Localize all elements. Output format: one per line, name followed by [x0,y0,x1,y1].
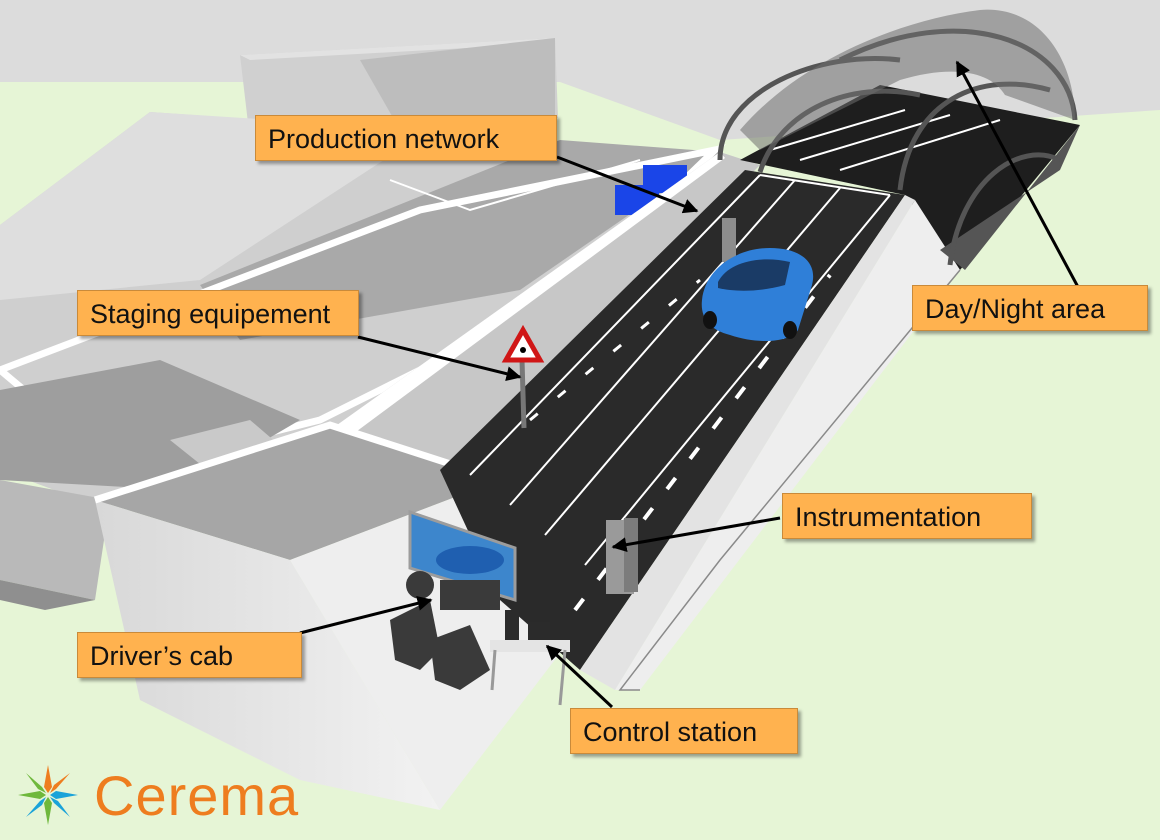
back-building-shadow [360,38,555,130]
tunnel-right-side [615,200,960,690]
tunnel-left-wall-top [330,152,725,440]
cab-window-car [436,546,504,574]
arrow-instrumentation [611,516,781,553]
pedestrian-warning-sign [501,324,545,363]
arrow-production-network [556,155,699,214]
brand-logo: Cerema [12,760,299,830]
tunnel-right-base [940,125,1080,270]
arrow-staging-equipment [357,335,522,382]
label-staging-equipment: Staging equipement [77,290,359,336]
cab-seats [390,571,500,690]
front-structure-top [95,425,500,560]
arrow-drivers-cab [299,596,433,635]
brand-name: Cerema [94,763,300,827]
arrow-day-night [955,60,1080,288]
label-drivers-cab: Driver’s cab [77,632,302,678]
instrument-post-back [624,518,638,592]
arrow-control-station [545,644,614,709]
arch-roof [740,9,1075,150]
left-base [0,480,110,600]
front-outline [93,421,502,504]
tunnel-left-wall [330,152,760,470]
left-room-floor [170,420,285,480]
sign-figure [520,347,526,353]
tunnel-right-wall [580,195,915,690]
label-instrumentation: Instrumentation [782,493,1032,539]
desk-leg-2 [558,649,567,706]
desk-leg-1 [490,649,497,691]
computer-tower [505,610,519,640]
label-production-network: Production network [255,115,557,161]
perimeter-line [618,269,961,691]
left-wall-shadow [0,580,95,610]
label-control-station: Control station [570,708,798,754]
connector-arrows [299,60,1080,709]
back-building-roof [240,38,555,60]
cerema-star-logo-icon [18,765,78,825]
label-day-night-area: Day/Night area [912,285,1148,331]
roof-inner-lines [389,159,641,212]
sign-pole [519,359,527,429]
instrument-post-far [722,218,736,262]
blue-car [701,248,814,342]
control-desk [490,640,570,652]
computer-monitor [528,622,550,640]
road-dashes-2 [529,278,701,422]
